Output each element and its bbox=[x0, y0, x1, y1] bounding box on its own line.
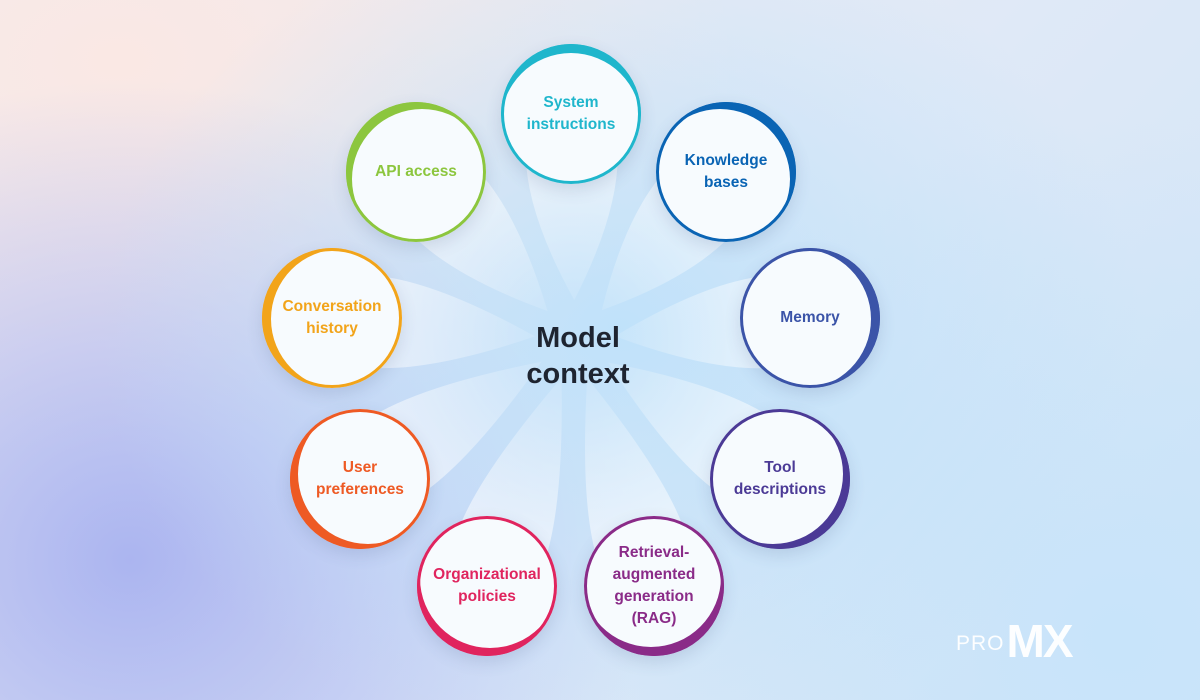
center-title-line-2: context bbox=[526, 358, 630, 390]
node-label: Memory bbox=[780, 307, 839, 329]
node-label-line: history bbox=[306, 320, 358, 337]
node-label-line: descriptions bbox=[733, 481, 827, 498]
node-memory[interactable]: Memory bbox=[740, 248, 880, 388]
node-label-line: Knowledge bbox=[684, 152, 768, 169]
connector-petal bbox=[525, 153, 618, 301]
node-label-line: User bbox=[342, 459, 378, 476]
node-label: Tool descriptions bbox=[734, 457, 826, 501]
logo-pro-text: pro bbox=[956, 624, 1005, 657]
node-label-line: generation bbox=[614, 588, 694, 605]
node-label-line: (RAG) bbox=[631, 610, 677, 627]
node-tool-descriptions[interactable]: Tool descriptions bbox=[710, 409, 850, 549]
center-title: Model context bbox=[478, 320, 678, 392]
node-label: Knowledge bases bbox=[685, 150, 768, 194]
node-label-line: instructions bbox=[526, 116, 616, 133]
node-label: Retrieval- augmented generation (RAG) bbox=[613, 542, 696, 630]
node-knowledge-bases[interactable]: Knowledge bases bbox=[656, 102, 796, 242]
node-label-line: preferences bbox=[316, 481, 404, 498]
node-organizational-policies[interactable]: Organizational policies bbox=[417, 516, 557, 656]
node-label: User preferences bbox=[316, 457, 404, 501]
node-api-access[interactable]: API access bbox=[346, 102, 486, 242]
node-label-line: Tool bbox=[764, 459, 796, 476]
node-label-line: augmented bbox=[612, 566, 696, 583]
node-label-line: System bbox=[543, 94, 599, 111]
node-label: Organizational policies bbox=[433, 564, 541, 608]
node-system-instructions[interactable]: System instructions bbox=[501, 44, 641, 184]
connector-petal bbox=[614, 275, 775, 369]
node-label-line: Retrieval- bbox=[618, 544, 690, 561]
node-rag[interactable]: Retrieval- augmented generation (RAG) bbox=[584, 516, 724, 656]
node-label-line: bases bbox=[704, 174, 748, 191]
connector-petal bbox=[367, 275, 536, 369]
node-label-line: API access bbox=[375, 163, 457, 180]
promx-logo: pro MX bbox=[956, 615, 1166, 667]
node-label-line: policies bbox=[458, 588, 516, 605]
node-label: System instructions bbox=[527, 92, 616, 136]
node-label-line: Memory bbox=[780, 309, 840, 326]
logo-mx-text: MX bbox=[1006, 615, 1074, 667]
node-label-line: Conversation bbox=[282, 298, 382, 315]
node-user-preferences[interactable]: User preferences bbox=[290, 409, 430, 549]
center-title-line-1: Model bbox=[536, 322, 620, 354]
node-label-line: Organizational bbox=[433, 566, 541, 583]
node-conversation-history[interactable]: Conversation history bbox=[262, 248, 402, 388]
node-label: API access bbox=[375, 161, 457, 183]
node-label: Conversation history bbox=[282, 296, 381, 340]
